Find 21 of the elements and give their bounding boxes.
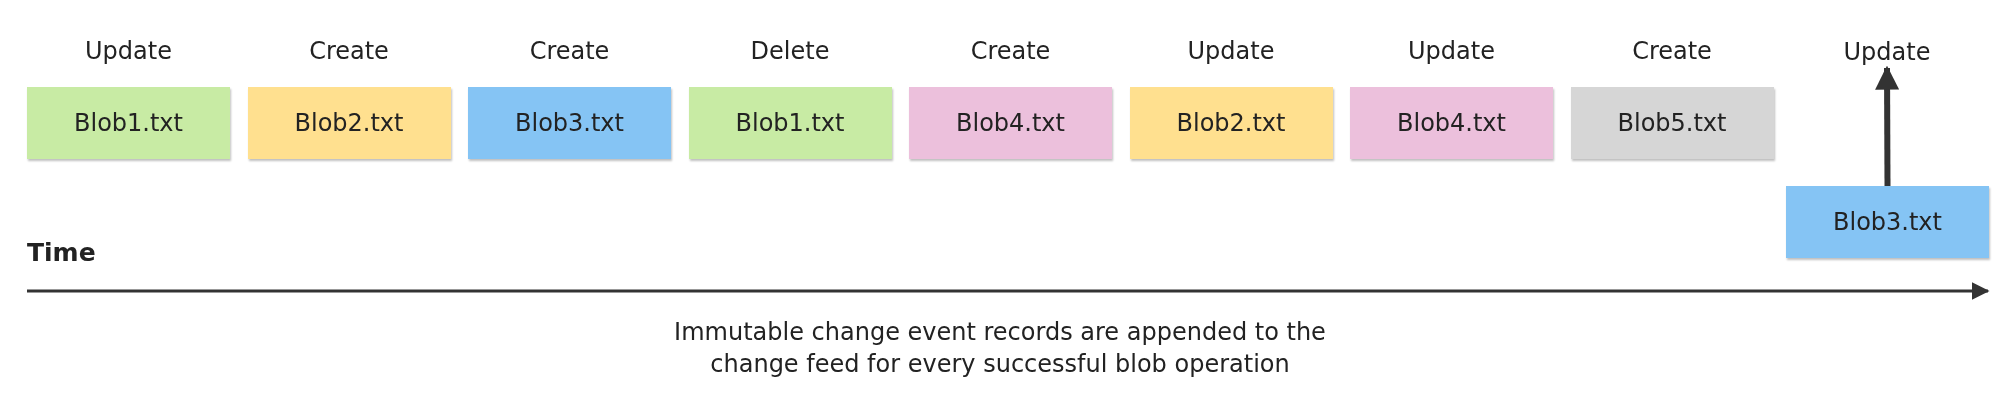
operation-label: Delete — [749, 36, 831, 66]
operation-label: Update — [1836, 36, 1938, 68]
file-card: Blob3.txt — [1786, 186, 1989, 258]
file-card: Blob1.txt — [27, 87, 230, 159]
file-card: Blob5.txt — [1570, 87, 1774, 159]
operation-label: Create — [1631, 36, 1713, 66]
operation-label: Create — [528, 36, 611, 66]
operation-label: Update — [84, 36, 173, 66]
operation-label: Update — [1407, 36, 1496, 66]
file-card: Blob2.txt — [1129, 87, 1333, 159]
file-card: Blob2.txt — [247, 87, 451, 159]
file-card: Blob3.txt — [468, 87, 671, 159]
file-card: Blob4.txt — [1350, 87, 1553, 159]
file-card: Blob1.txt — [688, 87, 892, 159]
file-card: Blob4.txt — [909, 87, 1112, 159]
operation-label: Create — [969, 36, 1052, 66]
operation-label: Update — [1186, 36, 1276, 66]
caption: Immutable change event records are appended to the change feed for every successful blob operation — [673, 317, 1327, 380]
operation-label: Create — [308, 36, 390, 66]
arrow — [1875, 65, 1900, 186]
axis-label: Time — [27, 238, 96, 267]
